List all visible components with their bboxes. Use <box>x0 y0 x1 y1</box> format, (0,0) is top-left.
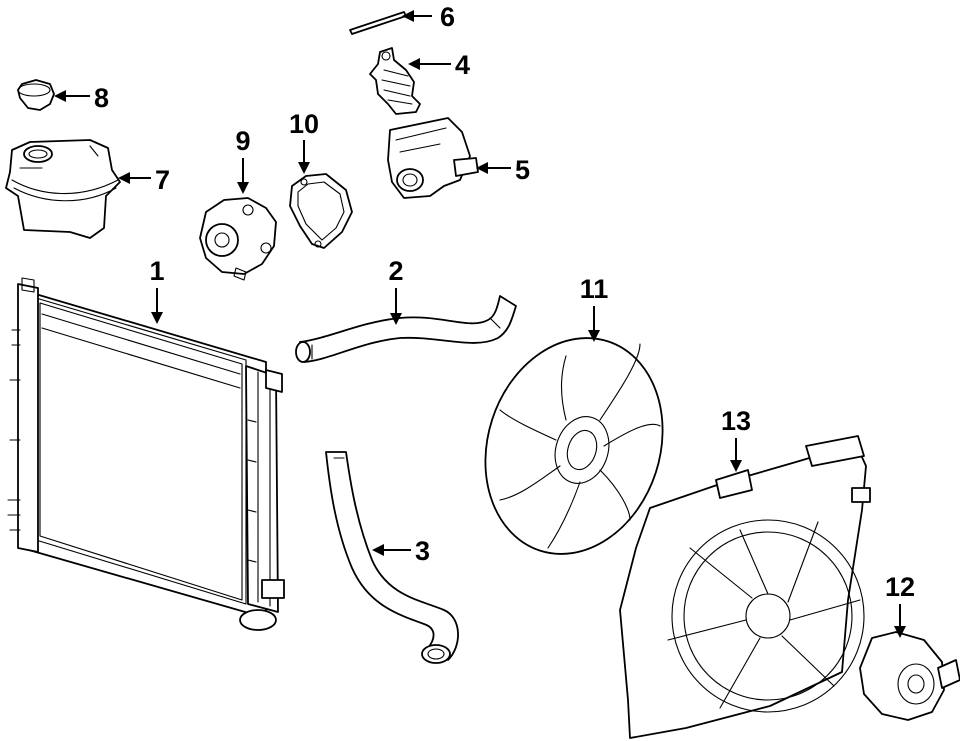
thin-rod-part <box>349 11 407 35</box>
callout-7: 7 <box>155 165 170 195</box>
callout-13: 13 <box>721 406 751 436</box>
callout-12: 12 <box>885 572 915 602</box>
callout-11: 11 <box>580 274 609 304</box>
callout-9: 9 <box>235 126 250 156</box>
radiator-part <box>7 277 285 631</box>
callout-labels: 1 2 3 4 5 6 7 8 9 10 11 12 13 <box>94 2 915 602</box>
lower-hose-part <box>325 451 459 664</box>
callout-4: 4 <box>455 50 470 80</box>
fan-shroud-part <box>619 435 871 739</box>
leader-lines <box>54 10 906 638</box>
callout-3: 3 <box>415 536 430 566</box>
callout-8: 8 <box>94 83 109 113</box>
thermostat-part <box>369 47 421 115</box>
fan-blade-part <box>484 337 664 555</box>
thermostat-housing-part <box>387 117 479 199</box>
callout-6: 6 <box>440 2 455 32</box>
reservoir-cap-part <box>17 79 55 111</box>
callout-5: 5 <box>515 155 530 185</box>
callout-10: 10 <box>289 109 319 139</box>
gasket-part <box>289 173 353 249</box>
callout-2: 2 <box>388 256 403 286</box>
coolant-reservoir-part <box>5 139 121 239</box>
fan-motor-part <box>859 631 960 721</box>
water-pump-part <box>199 197 277 281</box>
upper-hose-part <box>295 295 517 363</box>
callout-1: 1 <box>149 256 164 286</box>
